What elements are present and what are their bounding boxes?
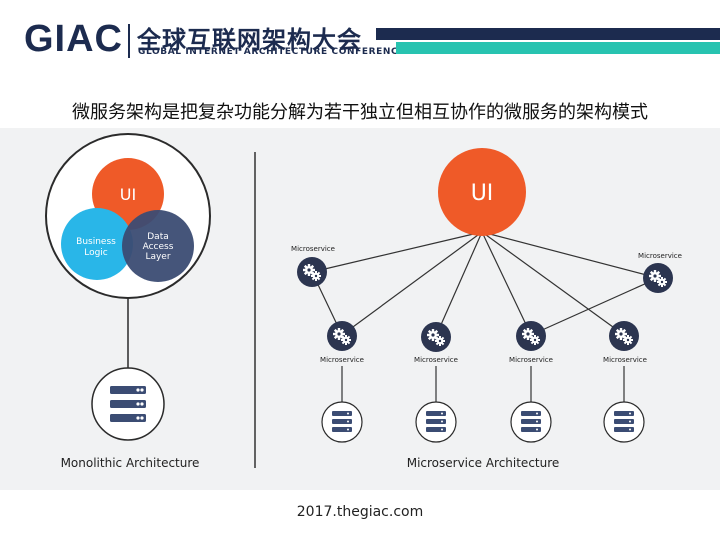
ms-3-label: Microservice	[509, 356, 553, 364]
ms-2-label: Microservice	[414, 356, 458, 364]
monolith-business-label-1: Business	[76, 237, 116, 247]
database-icon	[426, 411, 446, 432]
ms-4-label: Microservice	[603, 356, 647, 364]
monolith-database-icon	[110, 386, 146, 422]
logo-english-name: GLOBAL INTERNET ARCHITECTURE CONFERENCE	[138, 47, 405, 57]
database-icon	[521, 411, 541, 432]
ui-connections	[311, 231, 659, 337]
ms-right-upper-label: Microservice	[638, 252, 682, 260]
logo-divider	[128, 24, 130, 58]
slide-title: 微服务架构是把复杂功能分解为若干独立但相互协作的微服务的架构模式	[72, 102, 648, 123]
header-band-teal	[396, 42, 720, 54]
monolith-group: UI Business Logic Data Access Layer Mono…	[45, 133, 211, 470]
logo-chinese-name: 全球互联网架构大会	[137, 26, 362, 54]
database-icon	[332, 411, 352, 432]
microservice-ui-label: UI	[471, 181, 494, 206]
header-band-navy	[376, 28, 720, 40]
architecture-diagram: UI Business Logic Data Access Layer Mono…	[0, 128, 720, 490]
giac-logo: GIAC	[24, 18, 123, 60]
db-connections	[341, 366, 625, 404]
monolith-data-label-2: Access	[143, 242, 174, 252]
monolith-data-label-3: Layer	[145, 252, 170, 262]
monolith-ui-label: UI	[120, 185, 136, 204]
ms-1-label: Microservice	[320, 356, 364, 364]
microservice-caption: Microservice Architecture	[407, 456, 560, 470]
diagram-svg: UI Business Logic Data Access Layer Mono…	[45, 133, 682, 470]
ms-left-upper-label: Microservice	[291, 245, 335, 253]
monolith-business-label-2: Logic	[84, 248, 108, 258]
monolith-caption: Monolithic Architecture	[61, 456, 200, 470]
monolith-data-label-1: Data	[147, 232, 169, 242]
footer-url: 2017.thegiac.com	[296, 504, 424, 520]
monolith-data-circle	[122, 210, 194, 282]
header: GIAC 全球互联网架构大会 GLOBAL INTERNET ARCHITECT…	[0, 0, 720, 80]
microservice-group: UI Microservice Microservice Microservic…	[291, 148, 682, 470]
monolith-business-circle	[61, 208, 133, 280]
microservice-ui-circle	[438, 148, 526, 236]
database-icon	[614, 411, 634, 432]
